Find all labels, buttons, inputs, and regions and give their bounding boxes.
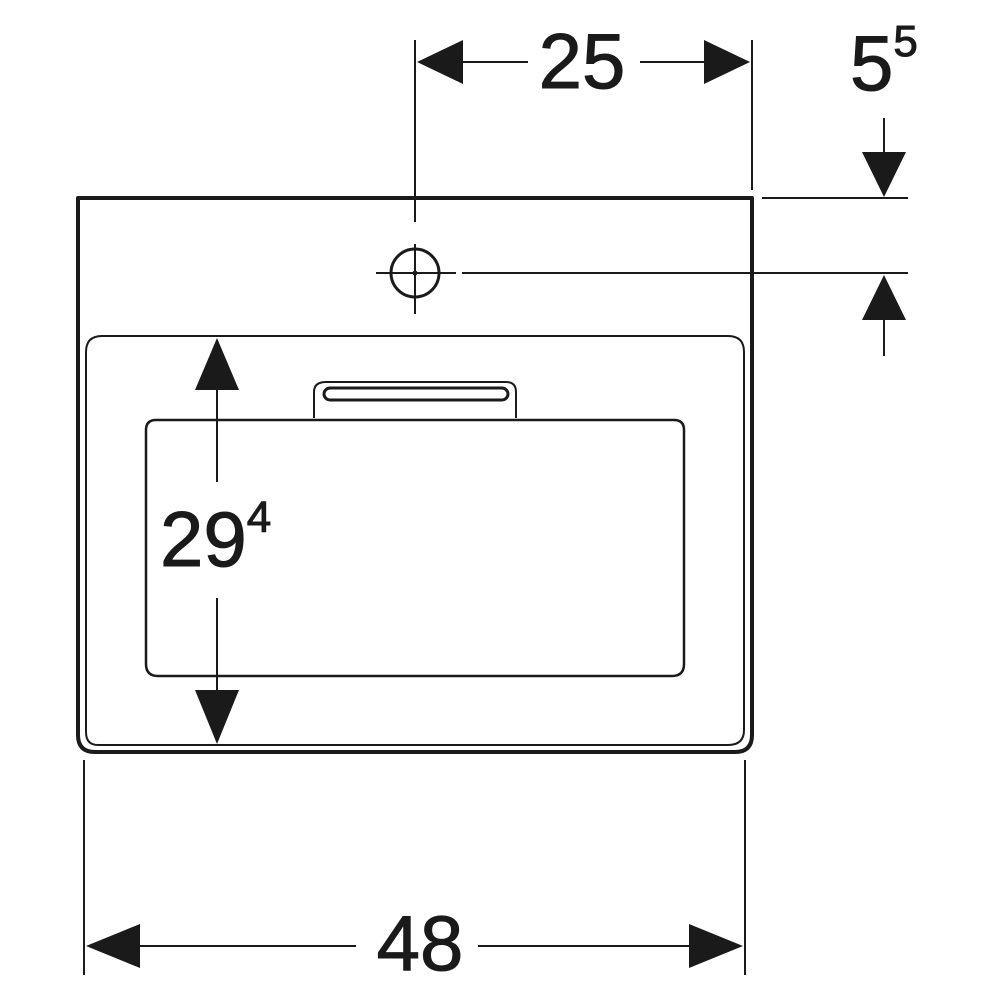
arrowhead-down bbox=[862, 152, 906, 197]
arrowhead-bottom bbox=[195, 690, 239, 744]
dimension-value-sup: 5 bbox=[893, 17, 917, 66]
arrowhead-up bbox=[862, 275, 906, 320]
dimension-hole-offset: 25 bbox=[414, 17, 753, 222]
dimension-value-base: 5 bbox=[850, 19, 893, 107]
dimension-hole-from-top: 55 bbox=[462, 17, 918, 356]
overflow-housing bbox=[313, 381, 517, 418]
dimension-basin-depth: 294 bbox=[160, 338, 272, 744]
basin-bowl bbox=[144, 418, 686, 678]
dimension-label-basin-depth: 294 bbox=[160, 493, 271, 583]
dimension-label-hole-offset: 25 bbox=[539, 17, 626, 105]
basin-rim bbox=[85, 335, 745, 746]
tap-hole-center bbox=[412, 270, 418, 276]
arrowhead-right bbox=[704, 40, 750, 84]
basin-outer-edge bbox=[76, 196, 754, 754]
dimension-value-sup: 4 bbox=[247, 493, 271, 542]
arrowhead-top bbox=[195, 338, 239, 390]
dimension-label-overall-width: 48 bbox=[377, 899, 464, 987]
overflow-slot bbox=[322, 386, 510, 402]
arrowhead-left bbox=[417, 40, 463, 84]
arrowhead-left bbox=[86, 924, 140, 968]
tap-hole bbox=[376, 244, 456, 314]
arrowhead-right bbox=[689, 924, 743, 968]
dimension-label-hole-from-top: 55 bbox=[850, 17, 918, 107]
dimension-overall-width: 48 bbox=[83, 760, 746, 988]
dimension-value-base: 29 bbox=[160, 495, 247, 583]
washbasin-outline bbox=[76, 196, 754, 754]
